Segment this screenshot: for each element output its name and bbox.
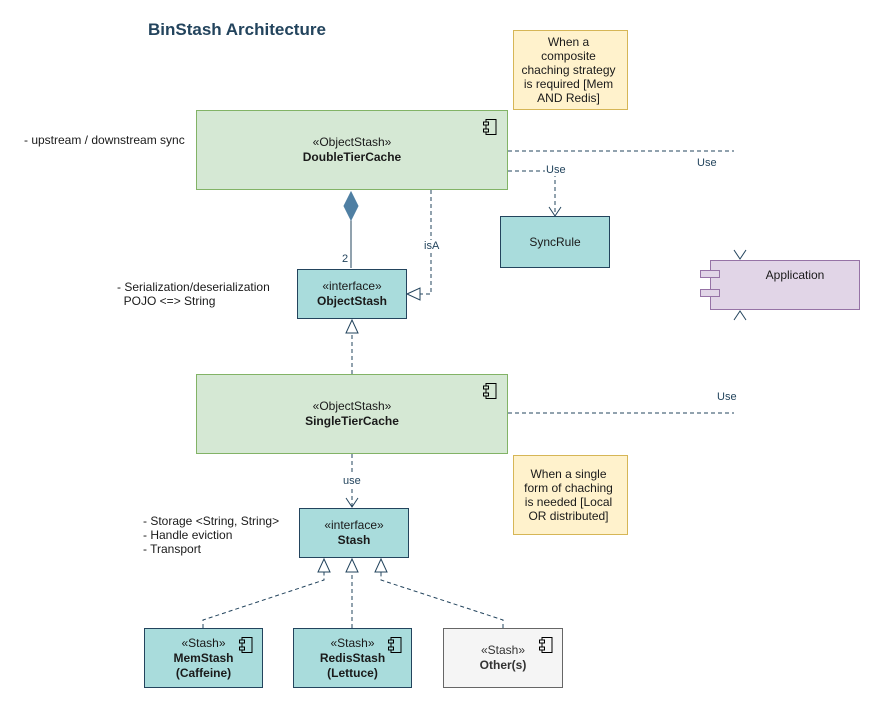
component-icon [539,637,553,653]
redis-realization-arrowhead [345,557,359,573]
singletier-realization-arrowhead [345,318,359,334]
redis-stash-sub: (Lettuce) [327,665,378,680]
realization-other-edge [380,572,504,628]
double-tier-name: DoubleTierCache [302,150,402,164]
other-realization-arrowhead [374,557,388,573]
note-single-text: When a single form of chaching is needed… [524,467,613,523]
stash-arrowhead [345,497,359,508]
multiplicity-label: 2 [341,253,350,265]
note-composite-text: When a composite chaching strategy is re… [521,35,616,105]
storage-annotation-line1: - Storage <String, String> [143,514,280,528]
single-tier-cache-component[interactable]: «ObjectStash» SingleTierCache [196,374,508,454]
application-component[interactable]: Application [710,260,860,310]
sync-rule-box[interactable]: SyncRule [500,216,610,268]
single-tier-stereotype: «ObjectStash» [312,399,392,413]
mem-realization-arrowhead [317,557,331,573]
application-name: Application [765,268,825,282]
other-stash-stereotype: «Stash» [480,643,526,657]
object-stash-interface[interactable]: «interface» ObjectStash [297,269,407,319]
isa-label: isA [423,240,441,252]
mem-stash-component[interactable]: «Stash» MemStash (Caffeine) [144,628,263,688]
component-icon [483,383,497,399]
serialization-annotation-line1: - Serialization/deserialization [117,280,270,294]
application-bottom-arrowhead [733,310,747,321]
serialization-annotation-line2: POJO <=> String [117,294,216,308]
note-single: When a single form of chaching is needed… [513,455,628,535]
storage-annotation-line2: - Handle eviction [143,528,233,542]
object-stash-name: ObjectStash [316,294,388,308]
application-top-arrowhead [733,249,747,260]
object-stash-stereotype: «interface» [322,279,382,293]
use-application-top-label: Use [696,157,718,169]
application-port-icon [700,270,720,278]
redis-stash-component[interactable]: «Stash» RedisStash (Lettuce) [293,628,412,688]
composition-diamond [343,190,359,222]
sync-rule-name: SyncRule [529,234,581,249]
mem-stash-name: MemStash [173,650,234,665]
sync-annotation: - upstream / downstream sync [24,133,185,147]
diagram-title: BinStash Architecture [148,20,326,39]
use-stash-label: use [342,475,362,487]
other-stash-component[interactable]: «Stash» Other(s) [443,628,563,688]
stash-stereotype: «interface» [324,518,384,532]
other-stash-name: Other(s) [479,658,527,672]
mem-stash-stereotype: «Stash» [181,635,226,650]
realization-mem-edge [202,572,325,628]
mem-stash-sub: (Caffeine) [175,665,232,680]
storage-annotation-line3: - Transport [143,542,202,556]
double-tier-stereotype: «ObjectStash» [312,135,392,149]
use-application-bottom-label: Use [716,391,738,403]
note-composite: When a composite chaching strategy is re… [513,30,628,110]
stash-interface[interactable]: «interface» Stash [299,508,409,558]
stash-name: Stash [337,533,371,547]
component-icon [239,637,253,653]
redis-stash-name: RedisStash [319,650,386,665]
isa-arrowhead [405,287,421,301]
component-icon [483,119,497,135]
single-tier-name: SingleTierCache [305,414,399,428]
use-syncrule-edge [508,170,556,215]
component-icon [388,637,402,653]
use-syncrule-label: Use [545,164,567,176]
redis-stash-stereotype: «Stash» [330,635,375,650]
application-port-icon [700,289,720,297]
double-tier-cache-component[interactable]: «ObjectStash» DoubleTierCache [196,110,508,190]
